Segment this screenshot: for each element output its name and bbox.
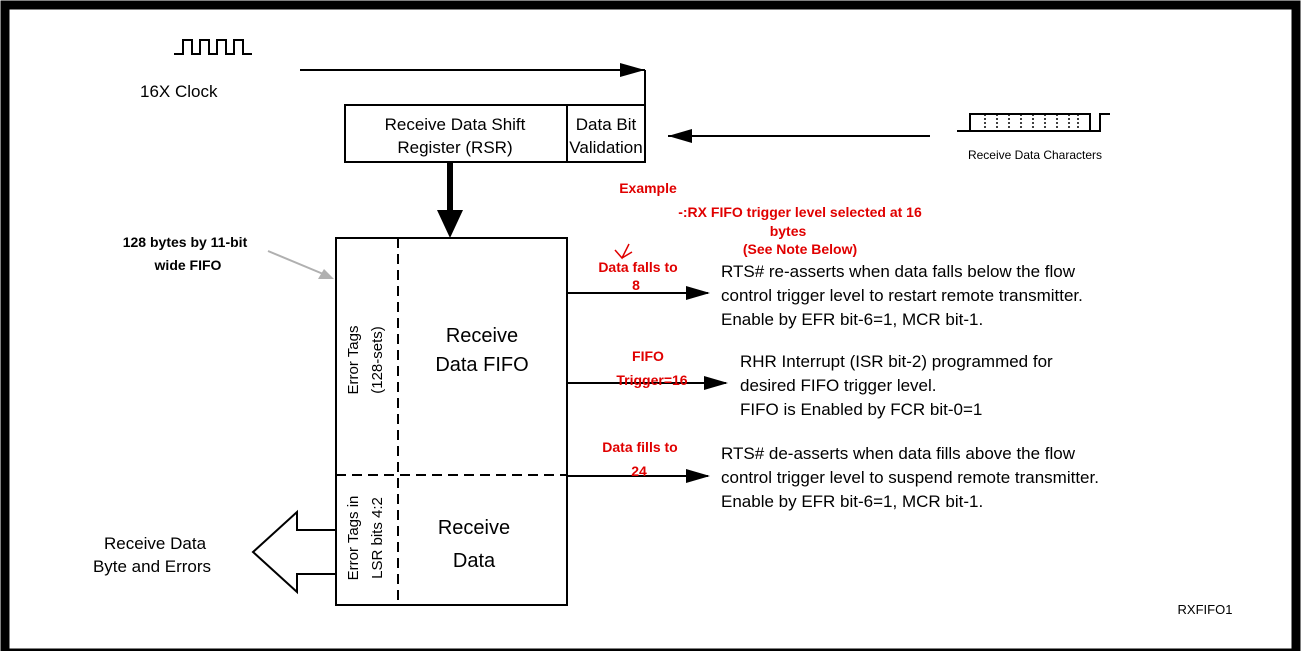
rx-input-arrowhead [668,129,692,143]
example-line-3: bytes [770,223,807,239]
fifo-size-pointer-line [267,250,329,277]
validation-label-1: Data Bit [576,115,637,134]
fills-tag-1: Data fills to [602,439,677,455]
example-line-4: (See Note Below) [743,241,857,257]
validation-label-2: Validation [569,138,642,157]
fifo-size-label-1: 128 bytes by 11-bit [123,234,248,250]
fills-desc-1: RTS# de-asserts when data fills above th… [721,444,1076,463]
error-tags-bottom-label-2: LSR bits 4:2 [369,497,386,579]
error-tags-top-label-2: (128-sets) [369,326,386,394]
fills-desc-3: Enable by EFR bit-6=1, MCR bit-1. [721,492,983,511]
trigger-arrowhead [704,376,728,390]
fifo-size-label-2: wide FIFO [154,257,222,273]
falls-tag-1: Data falls to [598,259,677,275]
example-pointer-icon [614,243,633,260]
fifo-box [335,237,568,606]
rsr-box [344,104,646,163]
rsr-label-2: Register (RSR) [397,138,512,157]
rsr-label-1: Receive Data Shift [385,115,526,134]
clock-waveform-icon [174,39,252,55]
example-title: Example [619,180,677,196]
clock-label: 16X Clock [140,82,218,101]
rx-characters-waveform-icon [957,113,1110,132]
trigger-tag-2: Trigger=16 [616,372,687,388]
error-tags-top-label-1: Error Tags [345,326,362,395]
falls-desc-2: control trigger level to restart remote … [721,286,1083,305]
rx-characters-bit-marks [984,114,1079,131]
output-arrow-icon [251,509,337,595]
error-tags-bottom-label-1: Error Tags in [345,496,362,581]
trigger-desc-3: FIFO is Enabled by FCR bit-0=1 [740,400,982,419]
fills-arrowhead [686,469,710,483]
receive-fifo-label-1: Receive [446,325,518,347]
falls-tag-2: 8 [632,277,640,293]
receive-fifo-label-2: Data FIFO [435,354,528,376]
trigger-tag-1: FIFO [632,348,664,364]
fifo-size-pointer-arrowhead [318,269,334,279]
example-line-2: -:RX FIFO trigger level selected at 16 [678,204,922,220]
falls-desc-1: RTS# re-asserts when data falls below th… [721,262,1076,281]
falls-desc-3: Enable by EFR bit-6=1, MCR bit-1. [721,310,983,329]
output-label-1: Receive Data [104,534,207,553]
clock-arrowhead [620,63,645,77]
figure-id: RXFIFO1 [1178,602,1233,617]
receive-data-label-2: Data [453,550,496,572]
trigger-desc-2: desired FIFO trigger level. [740,376,937,395]
rsr-to-fifo-arrowhead [437,210,463,238]
output-label-2: Byte and Errors [93,557,211,576]
fills-desc-2: control trigger level to suspend remote … [721,468,1099,487]
falls-arrowhead [686,286,710,300]
fills-tag-2: 24 [631,463,647,479]
rx-characters-label: Receive Data Characters [968,148,1102,162]
trigger-desc-1: RHR Interrupt (ISR bit-2) programmed for [740,352,1053,371]
receive-data-label-1: Receive [438,517,510,539]
